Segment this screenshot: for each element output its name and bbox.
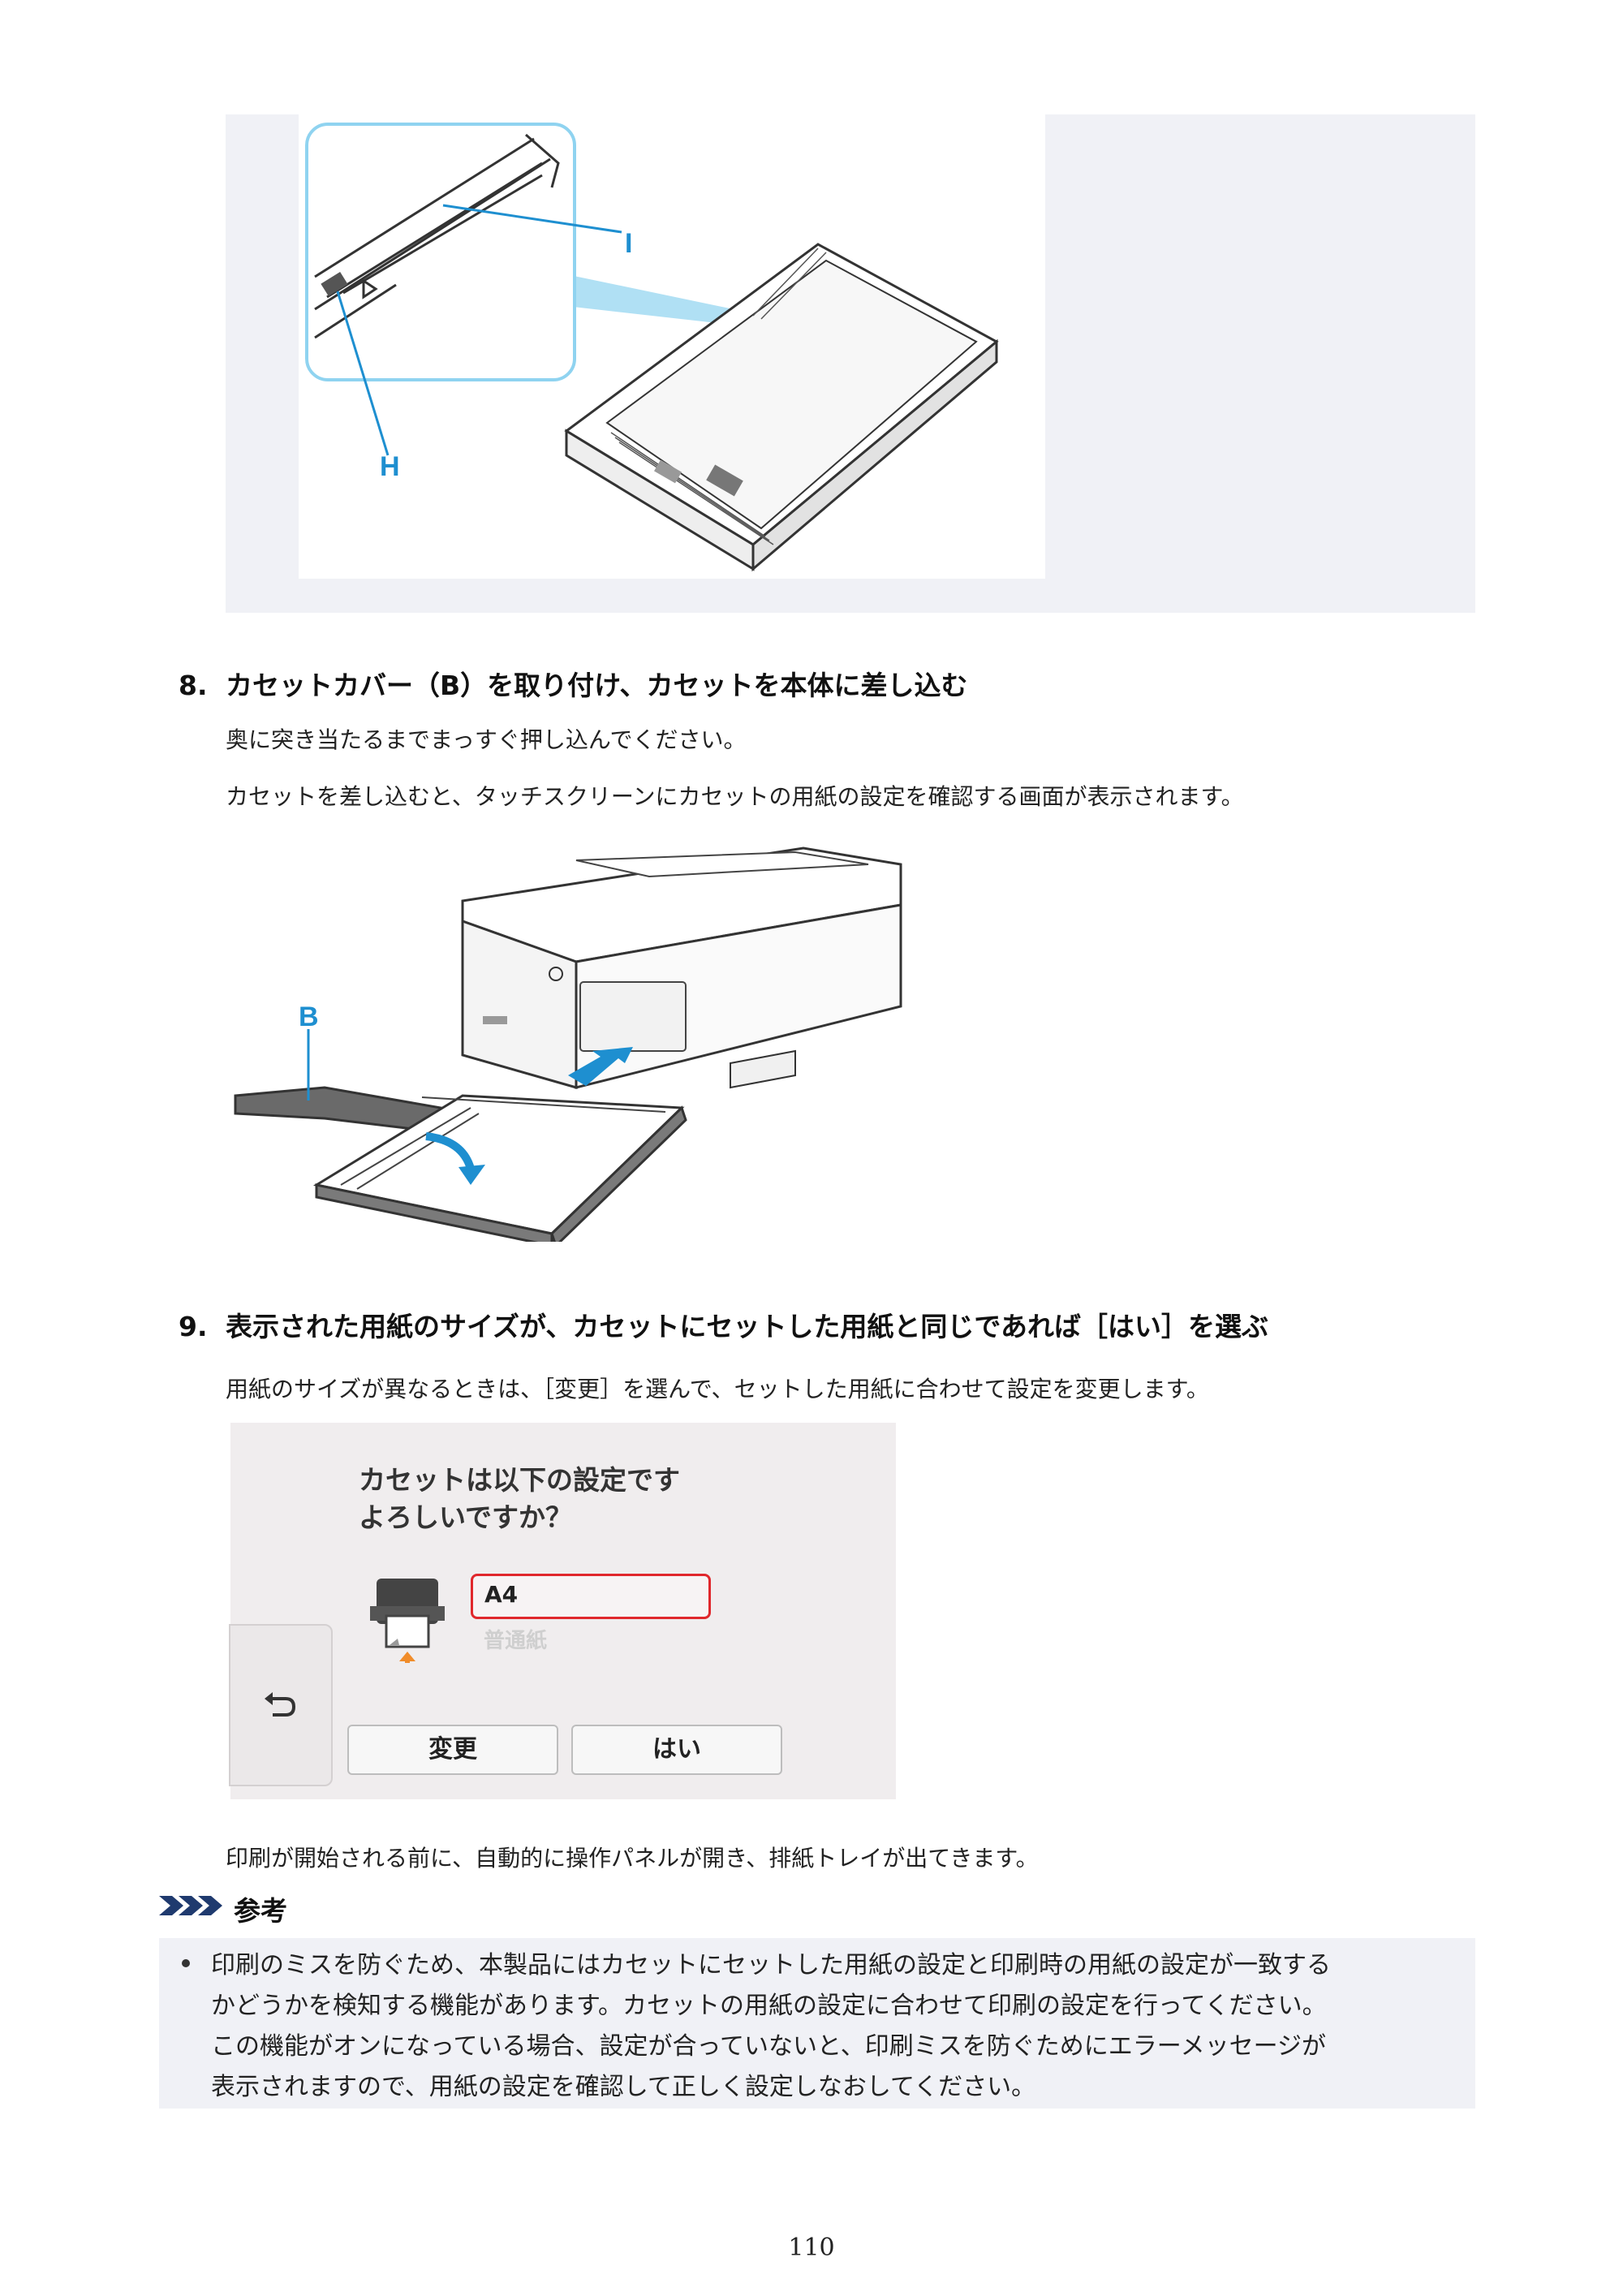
note-box: 印刷のミスを防ぐため、本製品にはカセットにセットした用紙の設定と印刷時の用紙の設…	[159, 1938, 1475, 2109]
paper-type-value: 普通紙	[484, 1629, 548, 1653]
back-button[interactable]	[229, 1624, 333, 1786]
step-9-line-1: 用紙のサイズが異なるときは、［変更］を選んで、セットした用紙に合わせて設定を変更…	[226, 1376, 1209, 1402]
figure-insert-cassette: B	[227, 828, 925, 1248]
note-chevrons-icon	[159, 1893, 229, 1918]
yes-button[interactable]: はい	[571, 1725, 782, 1775]
touchscreen-confirmation: カセットは以下の設定です よろしいですか？ A4 普通紙 変更 はい	[229, 1423, 896, 1799]
step-8-title: カセットカバー（B）を取り付け、カセットを本体に差し込む	[226, 670, 968, 701]
step-8-line-2: カセットを差し込むと、タッチスクリーンにカセットの用紙の設定を確認する画面が表示…	[226, 783, 1244, 810]
note-bullet	[182, 1959, 190, 1967]
label-h: H	[380, 451, 400, 482]
note-line-1: 印刷のミスを防ぐため、本製品にはカセットにセットした用紙の設定と印刷時の用紙の設…	[211, 1951, 1331, 1979]
paper-size-value: A4	[484, 1581, 519, 1608]
note-title: 参考	[234, 1895, 287, 1927]
step-8-number: 8.	[179, 670, 208, 701]
step-9-number: 9.	[179, 1311, 208, 1342]
note-line-2: かどうかを検知する機能があります。カセットの用紙の設定に合わせて印刷の設定を行っ…	[211, 1992, 1327, 2020]
step-9-heading: 9. 表示された用紙のサイズが、カセットにセットした用紙と同じであれば［はい］を選…	[179, 1305, 1268, 1344]
page-number: 110	[788, 2234, 835, 2262]
paper-size-highlight: A4	[471, 1574, 711, 1619]
screen-prompt-line-2: よろしいですか？	[359, 1501, 573, 1533]
return-arrow-icon	[265, 1692, 296, 1717]
label-b: B	[299, 1002, 319, 1032]
label-i: I	[625, 228, 632, 259]
change-button[interactable]: 変更	[347, 1725, 558, 1775]
figure-cassette-guides: I H	[226, 114, 1475, 613]
step-9-title: 表示された用紙のサイズが、カセットにセットした用紙と同じであれば［はい］を選ぶ	[226, 1311, 1269, 1342]
step-8-line-1: 奥に突き当たるまでまっすぐ押し込んでください。	[226, 726, 747, 753]
figure-cassette-guides-canvas: I H	[299, 114, 1045, 579]
step-8-heading: 8. カセットカバー（B）を取り付け、カセットを本体に差し込む	[179, 664, 968, 703]
cassette-illustration: I H	[305, 123, 999, 572]
note-line-3: この機能がオンになっている場合、設定が合っていないと、印刷ミスを防ぐためにエラー…	[211, 2032, 1326, 2061]
after-step-9-text: 印刷が開始される前に、自動的に操作パネルが開き、排紙トレイが出てきます。	[226, 1845, 1039, 1872]
screen-prompt-line-1: カセットは以下の設定です	[359, 1464, 680, 1496]
printer-illustration: B	[234, 846, 902, 1248]
screen-prompt: カセットは以下の設定です よろしいですか？	[359, 1462, 680, 1536]
cassette-paper-icon	[370, 1574, 445, 1663]
note-line-4: 表示されますので、用紙の設定を確認して正しく設定しなおしてください。	[211, 2073, 1036, 2101]
